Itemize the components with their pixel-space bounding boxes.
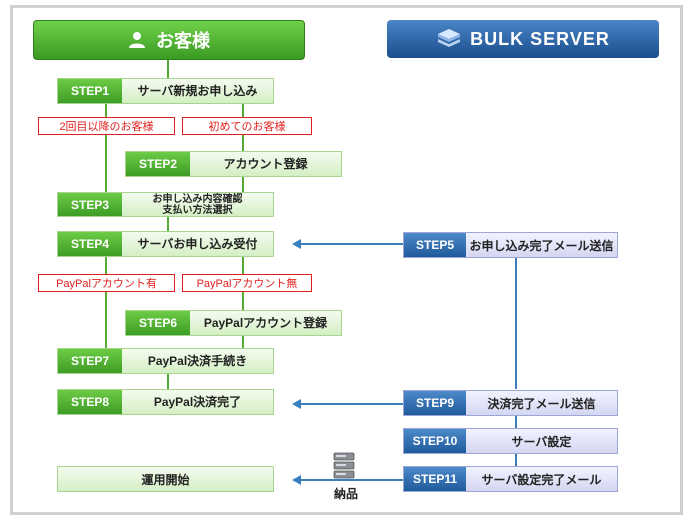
step-tag: STEP11 xyxy=(404,467,466,491)
step-7: STEP7 PayPal決済手続き xyxy=(57,348,274,374)
connector-line xyxy=(515,454,517,466)
connector-line xyxy=(105,99,107,192)
operation-start: 運用開始 xyxy=(57,466,274,492)
step-tag: STEP8 xyxy=(58,390,122,414)
delivery-label: 納品 xyxy=(333,487,358,501)
branch-paypal-yes: PayPalアカウント有 xyxy=(38,274,175,292)
connector-line xyxy=(242,177,244,192)
branch-first-time: 初めてのお客様 xyxy=(182,117,312,135)
connector-line xyxy=(300,479,403,481)
connector-line xyxy=(167,58,169,78)
step-tag: STEP7 xyxy=(58,349,122,373)
step-label: サーバお申し込み受付 xyxy=(137,237,258,251)
step-label: お申し込み完了メール送信 xyxy=(469,238,614,253)
step-label: お申し込み内容確認 支払い方法選択 xyxy=(122,193,273,216)
step-tag: STEP9 xyxy=(404,391,466,415)
arrow-left-icon xyxy=(292,239,301,249)
step-10: STEP10 サーバ設定 xyxy=(403,428,618,454)
customer-header: お客様 xyxy=(33,20,305,60)
arrow-left-icon xyxy=(292,399,301,409)
step-3: STEP3 お申し込み内容確認 支払い方法選択 xyxy=(57,192,274,217)
step-tag: STEP1 xyxy=(58,79,122,103)
step-tag: STEP5 xyxy=(404,233,466,257)
step-tag: STEP2 xyxy=(126,152,190,176)
step-label: PayPal決済完了 xyxy=(153,395,242,409)
customer-label: お客様 xyxy=(156,31,210,51)
connector-line xyxy=(300,403,403,405)
step-label: PayPalアカウント登録 xyxy=(203,316,328,330)
server-stack-icon xyxy=(438,29,461,47)
connector-line xyxy=(167,216,169,232)
connector-line xyxy=(300,243,403,245)
step-label: PayPal決済手続き xyxy=(147,354,248,368)
step-label-line2: 支払い方法選択 xyxy=(162,204,233,216)
connector-line xyxy=(242,334,244,348)
step-label: アカウント登録 xyxy=(223,157,308,171)
connector-line xyxy=(105,256,107,348)
step-9: STEP9 決済完了メール送信 xyxy=(403,390,618,416)
step-label-line1: お申し込み内容確認 xyxy=(152,193,243,205)
branch-paypal-no: PayPalアカウント無 xyxy=(182,274,312,292)
step-label: サーバ設定完了メール xyxy=(481,472,602,487)
connector-line xyxy=(167,373,169,389)
step-tag: STEP3 xyxy=(58,193,122,216)
bulk-server-logo: BULK SERVER xyxy=(387,20,659,58)
step-1: STEP1 サーバ新規お申し込み xyxy=(57,78,274,104)
step-tag: STEP4 xyxy=(58,232,122,256)
connector-line xyxy=(515,416,517,428)
step-8: STEP8 PayPal決済完了 xyxy=(57,389,274,415)
server-icon xyxy=(333,452,355,479)
step-label: サーバ新規お申し込み xyxy=(137,84,258,98)
step-tag: STEP10 xyxy=(404,429,466,453)
step-tag: STEP6 xyxy=(126,311,190,335)
step-2: STEP2 アカウント登録 xyxy=(125,151,342,177)
step-label: 決済完了メール送信 xyxy=(487,396,596,411)
branch-returning: 2回目以降のお客様 xyxy=(38,117,175,135)
logo-text: BULK SERVER xyxy=(470,28,610,49)
connector-line xyxy=(515,258,517,389)
step-4: STEP4 サーバお申し込み受付 xyxy=(57,231,274,257)
step-11: STEP11 サーバ設定完了メール xyxy=(403,466,618,492)
step-label: サーバ設定 xyxy=(511,434,572,449)
person-icon xyxy=(129,32,145,48)
step-5: STEP5 お申し込み完了メール送信 xyxy=(403,232,618,258)
step-6: STEP6 PayPalアカウント登録 xyxy=(125,310,342,336)
arrow-left-icon xyxy=(292,475,301,485)
